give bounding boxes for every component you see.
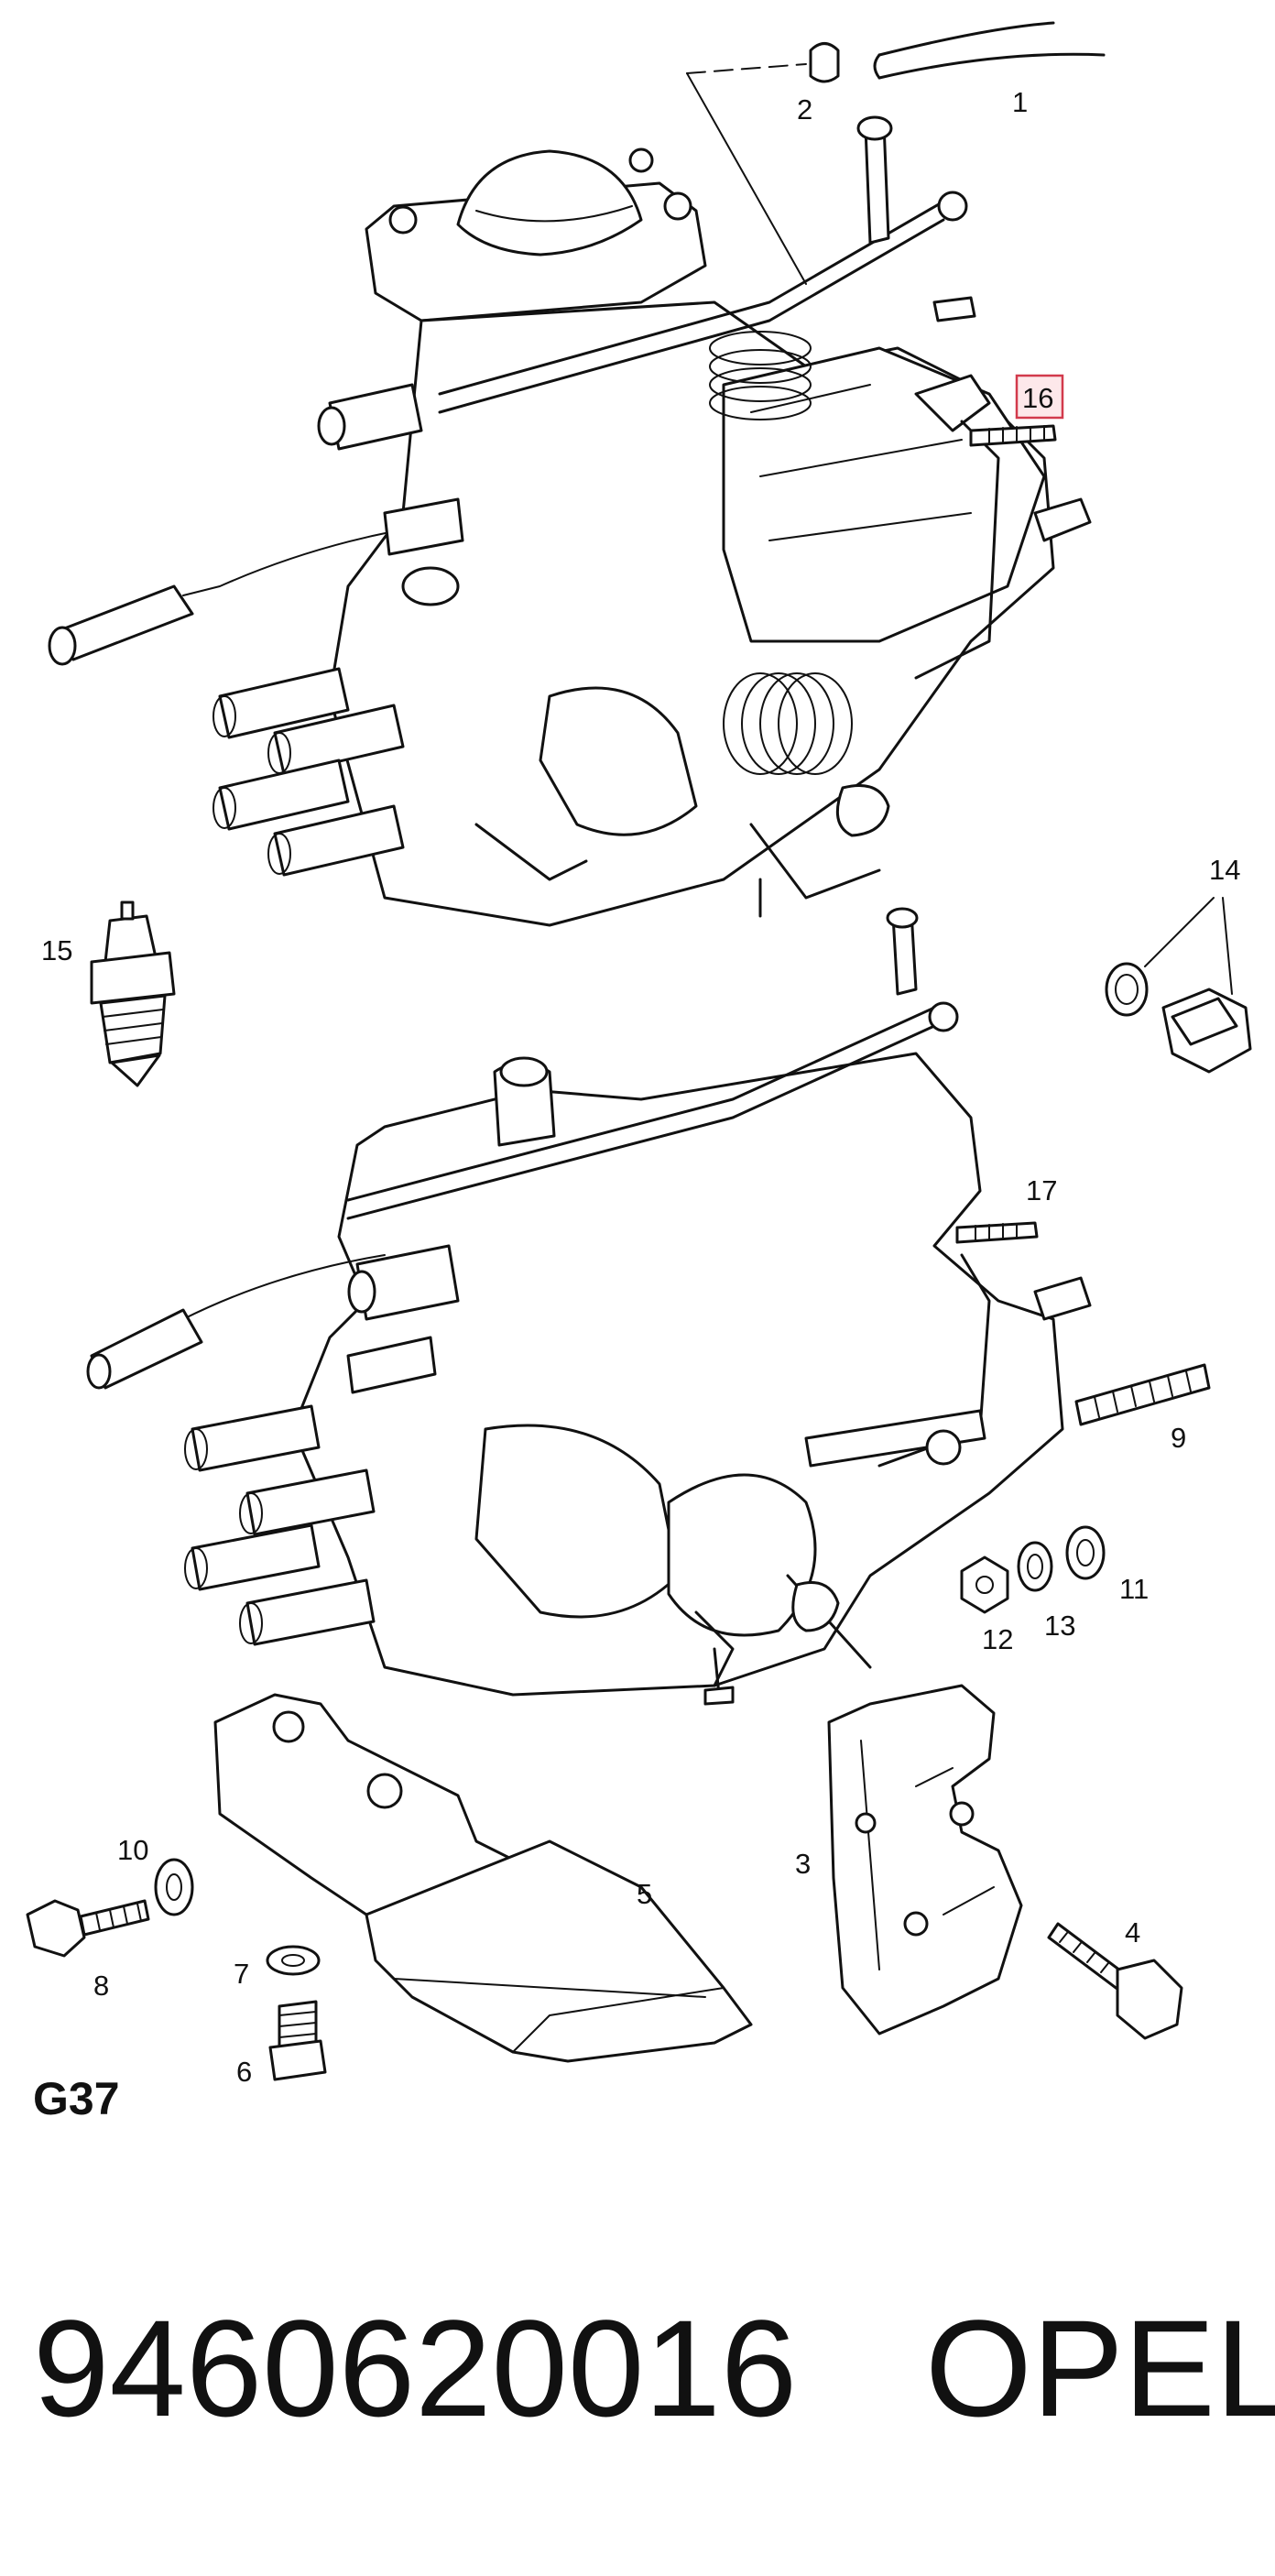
part-6-screw xyxy=(268,2000,327,2081)
callout-2: 2 xyxy=(797,93,812,126)
part-8-bolt xyxy=(26,1899,150,1958)
callout-12: 12 xyxy=(982,1623,1013,1655)
upper-injection-pump xyxy=(48,115,1092,927)
callout-4: 4 xyxy=(1125,1916,1140,1948)
part-10-washer xyxy=(154,1858,194,1916)
callout-16: 16 xyxy=(1022,382,1053,414)
callout-10: 10 xyxy=(117,1834,148,1866)
lower-injection-pump xyxy=(86,907,1092,1706)
callout-6: 6 xyxy=(236,2056,252,2088)
callouts: 1 2 16 14 15 17 9 11 12 13 10 5 3 4 8 7 … xyxy=(41,86,1240,2088)
part-9-stud xyxy=(1074,1363,1211,1426)
part-15-sensor xyxy=(90,901,176,1087)
callout-14: 14 xyxy=(1209,854,1240,886)
callout-9: 9 xyxy=(1171,1422,1186,1454)
part-2-clip xyxy=(686,42,840,285)
part-14-plug-washer xyxy=(1105,897,1252,1074)
brand-name: OPEL xyxy=(925,2291,1275,2445)
part-16-adjusting-screw xyxy=(969,424,1057,447)
callout-1: 1 xyxy=(1012,86,1028,118)
part-13-washer xyxy=(1017,1541,1053,1592)
part-4-bolt xyxy=(1047,1922,1183,2040)
callout-5: 5 xyxy=(637,1878,652,1910)
part-1-hose xyxy=(873,21,1106,80)
highlight-box-16 xyxy=(1015,374,1064,420)
callout-17: 17 xyxy=(1026,1174,1057,1206)
part-7-spring-washer xyxy=(266,1945,321,1976)
callout-13: 13 xyxy=(1044,1610,1075,1642)
part-number: 9460620016 xyxy=(33,2291,798,2445)
callout-3: 3 xyxy=(795,1848,811,1880)
callout-8: 8 xyxy=(93,1970,109,2002)
part-12-nut xyxy=(960,1555,1009,1614)
callout-11: 11 xyxy=(1119,1573,1149,1605)
part-17-screw xyxy=(955,1221,1039,1244)
callout-7: 7 xyxy=(234,1958,249,1990)
part-3-bracket xyxy=(827,1684,1023,2036)
callout-15: 15 xyxy=(41,934,72,966)
diagram-reference: G37 xyxy=(33,2073,120,2124)
part-5-bracket xyxy=(213,1693,753,2063)
part-11-washer xyxy=(1065,1525,1106,1580)
